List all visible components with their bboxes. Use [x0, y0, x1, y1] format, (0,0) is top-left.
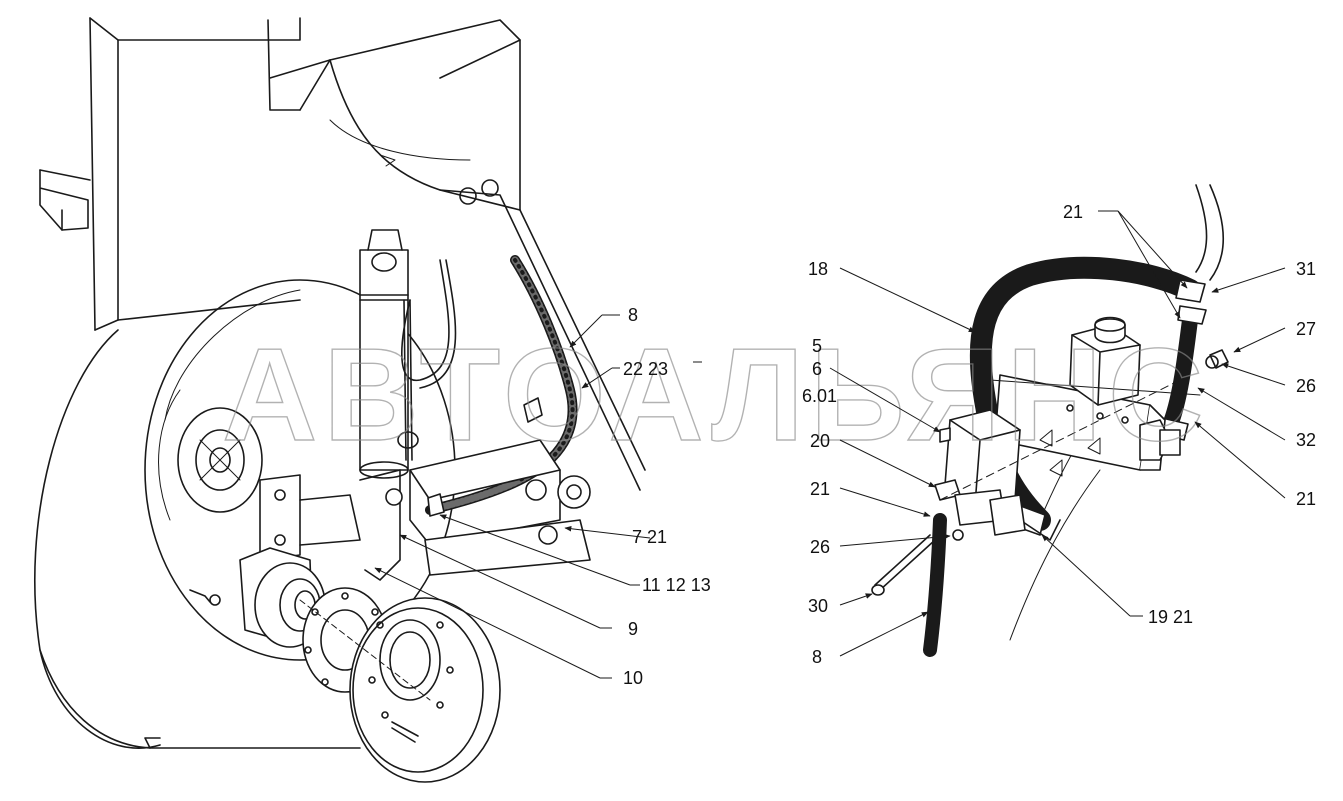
callout-27: 27 — [1296, 319, 1316, 339]
callout-9: 9 — [628, 619, 638, 639]
callout-20: 20 — [810, 431, 830, 451]
callout-18: 18 — [808, 259, 828, 279]
left-assembly — [34, 17, 646, 783]
callout-21-top: 21 — [1063, 202, 1083, 222]
callout-32: 32 — [1296, 430, 1316, 450]
upper-hose — [1195, 184, 1224, 281]
wheel-hub — [177, 407, 263, 513]
callout-10: 10 — [623, 668, 643, 688]
fittings — [871, 349, 1229, 596]
callout-11-12-13: 11 12 13 — [642, 575, 711, 595]
lower-hose — [923, 513, 947, 657]
callout-21-left: 21 — [810, 479, 830, 499]
callout-8-right: 8 — [812, 647, 822, 667]
right-callouts: 21 18 31 27 5 6 6.01 26 20 32 21 21 26 3… — [802, 202, 1316, 667]
frame-arm — [269, 19, 646, 491]
callout-26-right: 26 — [1296, 376, 1316, 396]
callout-6-01: 6.01 — [802, 386, 837, 406]
hose-loop — [397, 259, 457, 461]
hydraulic-cylinder — [359, 229, 409, 479]
left-callouts: 8 22 23 7 21 11 12 13 9 10 — [374, 305, 711, 688]
callout-8-left: 8 — [628, 305, 638, 325]
cab-body — [39, 17, 301, 331]
mounting-bracket — [259, 469, 403, 581]
callout-21-right: 21 — [1296, 489, 1316, 509]
right-assembly — [871, 184, 1229, 657]
callout-7-21: 7 21 — [632, 527, 667, 547]
front-wheel — [299, 597, 501, 783]
callout-30: 30 — [808, 596, 828, 616]
callout-5: 5 — [812, 336, 822, 356]
callout-26-left: 26 — [810, 537, 830, 557]
solenoid-2 — [1069, 316, 1141, 406]
callout-19-21: 19 21 — [1148, 607, 1193, 627]
cross-member — [409, 397, 591, 576]
callout-6: 6 — [812, 359, 822, 379]
watermark-text: АВТОАЛЬЯНС — [222, 321, 1209, 468]
callout-31: 31 — [1296, 259, 1316, 279]
callout-22-23: 22 23 — [623, 359, 668, 379]
